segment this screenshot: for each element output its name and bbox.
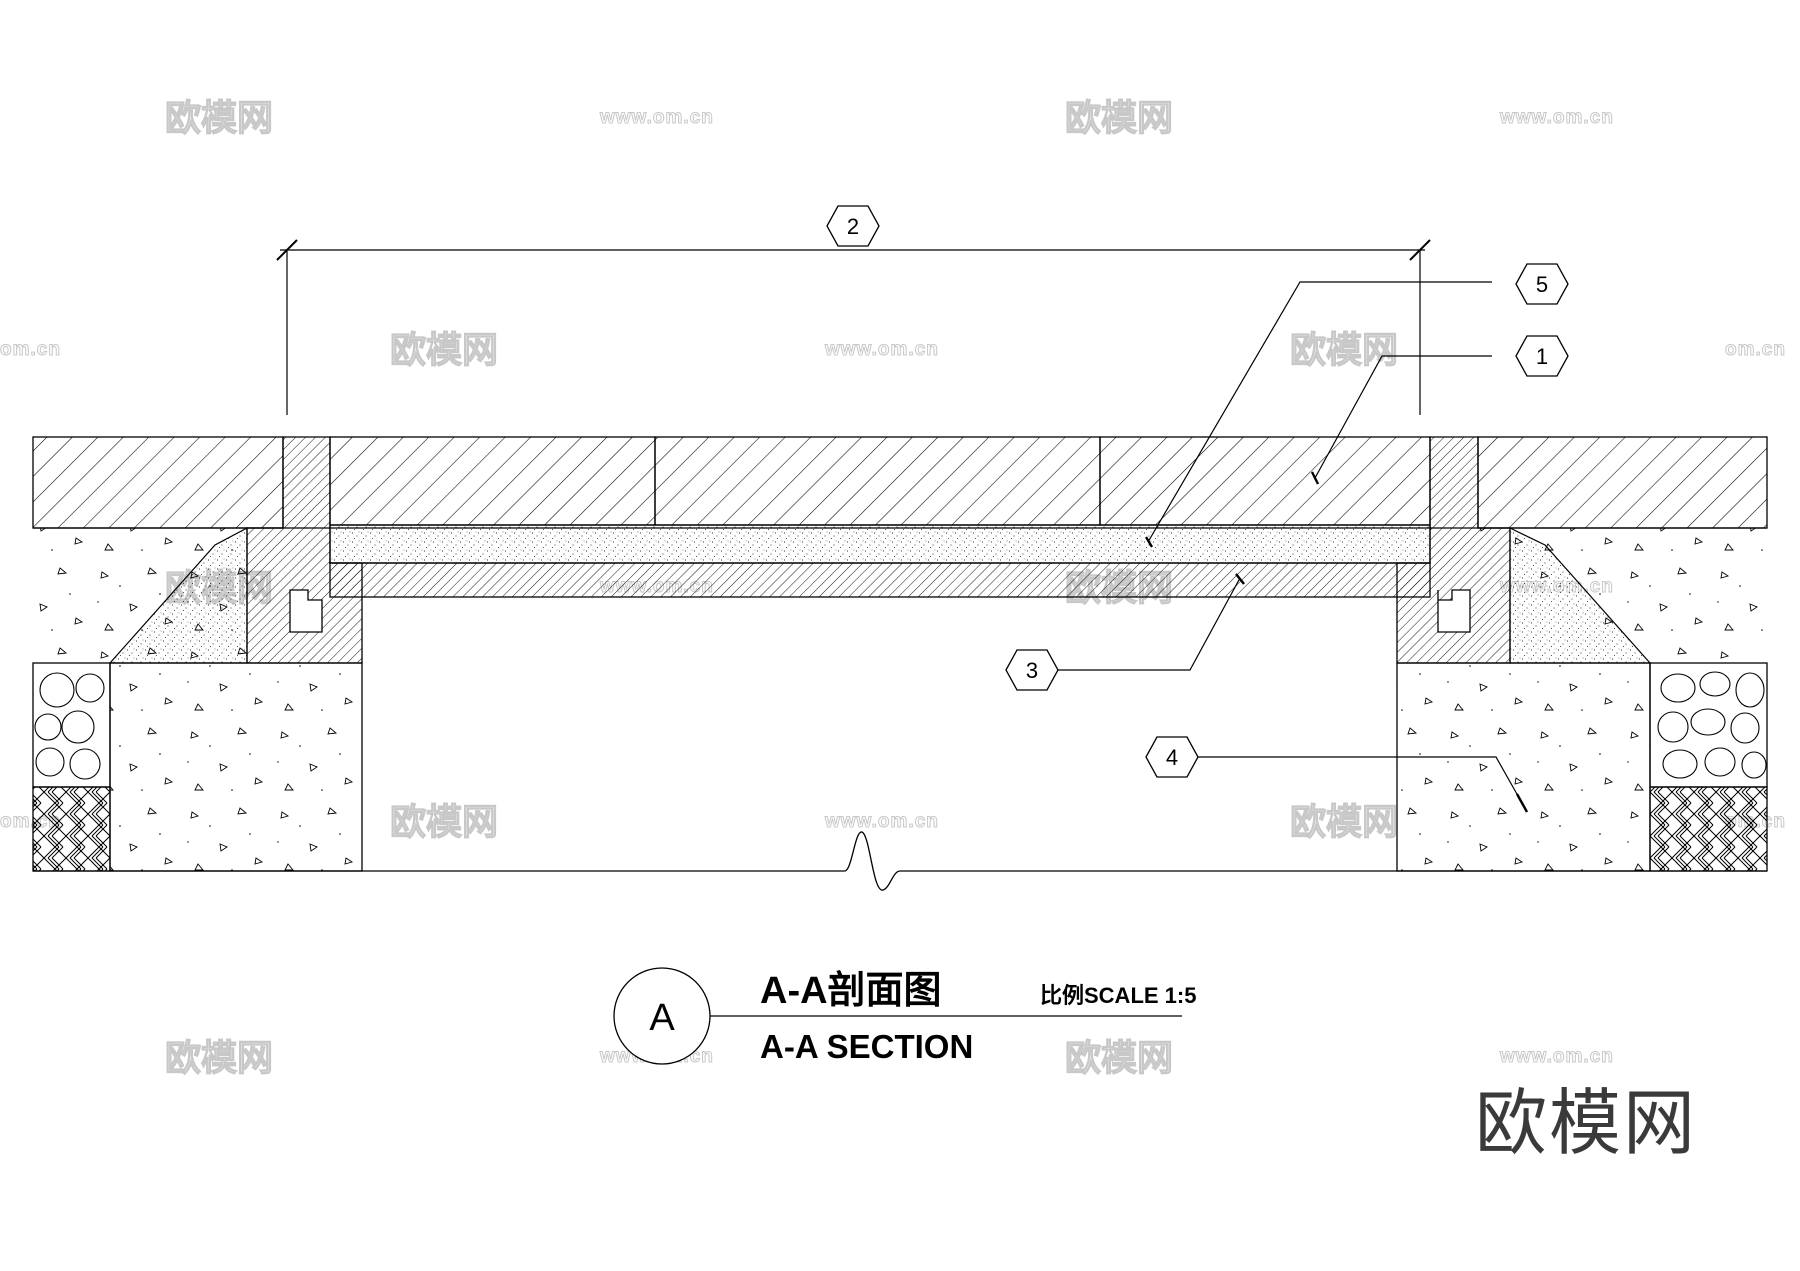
mortar-bed — [329, 524, 1431, 564]
break-line — [362, 831, 1397, 891]
watermark-url: om.cn — [1725, 339, 1786, 360]
watermark-cn: 欧模网 — [1065, 1037, 1173, 1078]
leader-4 — [1179, 756, 1523, 804]
leader-lines — [1058, 281, 1529, 813]
gravel-stones — [34, 671, 1767, 780]
callout-tag-5: 5 — [1515, 263, 1569, 305]
paving-slab-right — [1477, 436, 1768, 529]
woven-base-right — [1649, 786, 1768, 872]
cover-paver — [329, 436, 656, 526]
watermark-url: www.om.cn — [1499, 107, 1614, 128]
tag-label: 4 — [1166, 745, 1178, 770]
callout-tag-3: 3 — [1005, 649, 1059, 691]
subbase-layer — [32, 662, 1768, 872]
title-block: A A-A剖面图 A-A SECTION 比例SCALE 1:5 — [613, 967, 1196, 1065]
watermark-cn: 欧模网 — [165, 1037, 273, 1078]
concrete-wall-right — [1396, 662, 1651, 872]
callout-tag-4: 4 — [1145, 736, 1199, 778]
callout-tag-2: 2 — [826, 205, 880, 247]
concrete-wall-left — [109, 662, 363, 872]
watermark-cn: 欧模网 — [390, 329, 498, 370]
tag-label: 5 — [1536, 272, 1548, 297]
gravel-left — [32, 662, 111, 788]
watermark-url: www.om.cn — [824, 339, 939, 360]
woven-base-left — [32, 786, 111, 872]
dimension-line — [276, 239, 1431, 415]
watermark-cn: 欧模网 — [1290, 801, 1398, 842]
watermark-url: www.om.cn — [824, 811, 939, 832]
channel-right — [1437, 589, 1471, 633]
tag-label: 3 — [1026, 658, 1038, 683]
drawing-title-cn: A-A剖面图 — [760, 970, 942, 1012]
scale-label: 比例SCALE 1:5 — [1040, 983, 1196, 1008]
leader-5 — [1147, 281, 1492, 543]
paving-slab-left — [32, 436, 284, 529]
opening-void — [33, 831, 1767, 891]
leader-1 — [1314, 355, 1492, 479]
callout-tag-1: 1 — [1515, 335, 1569, 377]
cover-tray — [329, 562, 1431, 598]
leader-3 — [1058, 577, 1241, 671]
watermark-cn: 欧模网 — [390, 801, 498, 842]
channel-left — [289, 589, 323, 633]
cover-paver — [654, 436, 1101, 526]
section-mark-letter: A — [649, 997, 675, 1039]
tag-label: 1 — [1536, 344, 1548, 369]
gravel-right — [1649, 662, 1768, 788]
drawing-title-en: A-A SECTION — [760, 1028, 973, 1065]
cover-paver — [1099, 436, 1431, 526]
watermark-cn: 欧模网 — [1290, 329, 1398, 370]
watermark-url: www.om.cn — [599, 107, 714, 128]
brand-watermark: 欧模网 — [1475, 1084, 1697, 1164]
watermark-url: www.om.cn — [1499, 1046, 1614, 1067]
watermark-url: om.cn — [0, 339, 61, 360]
watermark-cn: 欧模网 — [165, 97, 273, 138]
watermark-cn: 欧模网 — [1065, 97, 1173, 138]
tag-label: 2 — [847, 214, 859, 239]
